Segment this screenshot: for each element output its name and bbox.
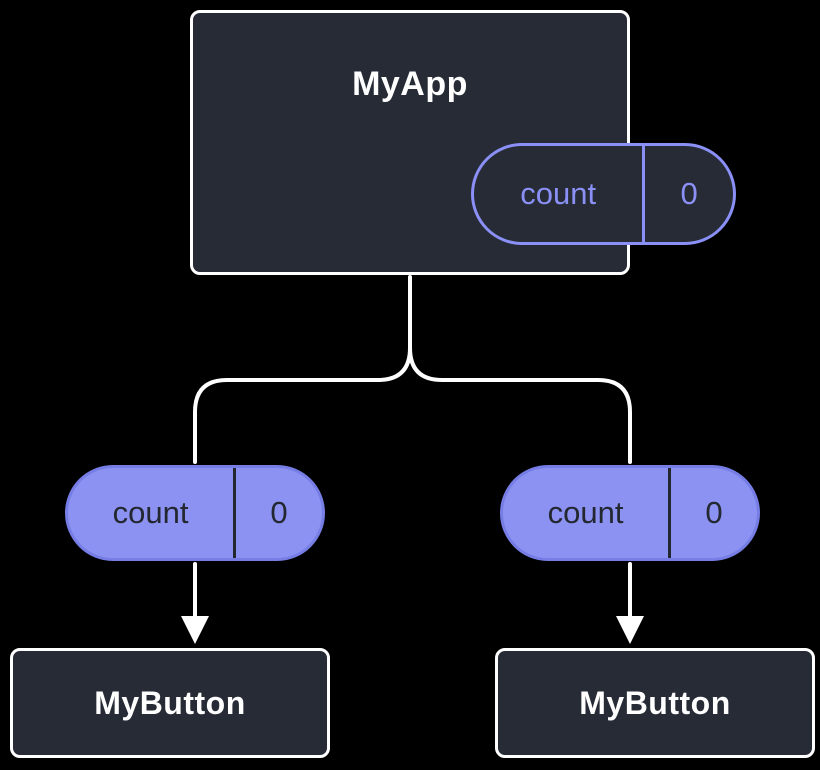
child-component-card-right: MyButton	[495, 648, 815, 758]
prop-name: count	[112, 495, 189, 530]
state-pill: count 0	[471, 143, 736, 245]
state-value: 0	[680, 176, 698, 211]
pill-divider	[668, 468, 672, 558]
arrow-down-icon	[616, 616, 644, 644]
pill-divider	[233, 468, 237, 558]
child-component-title: MyButton	[94, 684, 246, 721]
state-name: count	[520, 176, 597, 211]
arrow-down-icon	[181, 616, 209, 644]
prop-pill-left: count 0	[65, 465, 325, 561]
connector-branch-right	[408, 346, 632, 464]
prop-value: 0	[270, 495, 288, 530]
prop-name: count	[547, 495, 624, 530]
prop-pill-right: count 0	[500, 465, 760, 561]
root-component-card: MyApp count 0	[190, 10, 736, 275]
child-component-title: MyButton	[579, 684, 731, 721]
prop-value: 0	[705, 495, 723, 530]
connector-branch-left	[193, 346, 412, 464]
root-component-title: MyApp	[352, 65, 468, 103]
child-component-card-left: MyButton	[10, 648, 330, 758]
pill-divider	[642, 146, 646, 242]
